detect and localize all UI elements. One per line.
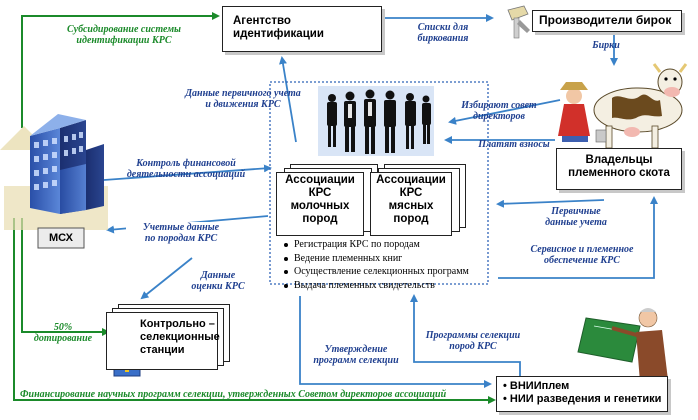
arrow-research-funding [13,218,496,404]
label-co-funding: 50% дотирование [26,322,100,344]
arrow-elect-board [448,99,561,125]
institutes-line2: • НИИ разведения и генетики [503,393,662,405]
label-service-line2: обеспечение КРС [544,255,620,266]
label-pay-fees-text: Платят взносы [478,139,550,150]
arrow-financial-control [103,164,272,181]
institutes-name-1: ВНИИплем [509,380,570,392]
label-primary-movement: Данные первичного учета и движения КРС [176,88,310,110]
ministry-label: МСХ [38,232,84,244]
function-item: Осуществление селекционных программ [284,265,469,279]
label-breed-records-line2: по породам КРС [144,233,218,244]
arrow-co-funding [21,218,110,336]
label-tag-lists-line2: биркования [417,33,469,44]
owners-box: Владельцы племенного скота [556,148,682,190]
label-primary-records: Первичные данные учета [534,206,618,228]
function-item: Ведение племенных книг [284,252,469,266]
tag-applicator-icon [507,5,530,39]
label-primary-records-line1: Первичные [551,206,601,217]
green-arrows [13,12,496,404]
label-evaluation: Данные оценки КРС [182,270,254,292]
label-approve-programs: Утверждение программ селекции [304,344,408,366]
institutes-line1: • ВНИИплем [503,380,570,392]
label-tag-lists: Списки для биркования [406,22,480,44]
agency-title-line2: идентификации [233,28,324,40]
stations-title: Контрольно – селекционные станции [140,318,220,357]
assoc-beef-line2: КРС [399,187,423,199]
assoc-dairy-line3: молочных [290,200,350,212]
stations-line1: Контрольно – [140,318,215,330]
label-primary-movement-line2: и движения КРС [205,99,281,110]
association-functions-list: Регистрация КРС по породам Ведение племе… [284,238,469,292]
assoc-beef-line4: пород [393,213,429,225]
business-people-icon [318,86,434,156]
assoc-beef-title: Ассоциации КРС мясных пород [370,174,452,226]
associations-frame [269,81,489,285]
label-tags-text: Бирки [592,40,620,51]
tag-producers-title: Производители бирок [539,13,672,27]
assoc-beef-line1: Ассоциации [376,174,446,186]
label-co-funding-line1: 50% [53,322,73,333]
label-service-line1: Сервисное и племенное [530,244,634,255]
agency-box: Агентство идентификации [222,6,382,52]
arrow-subsidy [21,12,220,128]
assoc-dairy-line4: пород [302,213,338,225]
label-elect-board: Избирают совет директоров [456,100,542,122]
blue-arrows [103,14,658,388]
arrow-selection-programs [410,294,521,376]
label-research-funding-text: Финансирование научных программ селекции… [20,389,447,400]
agency-title-line1: Агентство [233,15,291,27]
label-approve-programs-line1: Утверждение [324,344,388,355]
label-tags: Бирки [588,40,624,51]
assoc-beef-line3: мясных [388,200,434,212]
cow-farmer-icon [558,63,688,149]
label-elect-board-line1: Избирают совет [461,100,537,111]
label-evaluation-line2: оценки КРС [191,281,245,292]
assoc-dairy-line1: Ассоциации [285,174,355,186]
label-breed-records-line1: Учетные данные [142,222,220,233]
stations-page-front [106,312,218,370]
label-approve-programs-line2: программ селекции [313,355,399,366]
institutes-name-2: НИИ разведения и генетики [509,393,662,405]
label-subsidy-line1: Субсидирование системы [66,24,181,35]
stations-line2: селекционные [140,331,220,343]
label-service: Сервисное и племенное обеспечение КРС [512,244,652,266]
label-co-funding-line2: дотирование [33,333,93,344]
owners-title-line1: Владельцы [585,154,653,166]
label-evaluation-line1: Данные [200,270,236,281]
label-pay-fees: Платят взносы [474,139,554,150]
label-elect-board-line2: директоров [472,111,525,122]
tag-producers-box: Производители бирок [532,10,682,32]
government-building-icon [0,114,108,249]
stations-line3: станции [140,344,185,356]
arrow-evaluation [140,257,193,300]
label-breed-records: Учетные данные по породам КРС [126,222,236,244]
label-tag-lists-line1: Списки для [417,22,469,33]
label-primary-records-line2: данные учета [545,217,607,228]
label-selection-programs-line2: пород КРС [449,341,497,352]
assoc-beef-page-front [370,172,452,236]
arrow-service [498,196,658,279]
arrow-primary-movement [279,56,297,143]
label-financial-control: Контроль финансовой деятельности ассоциа… [122,158,250,180]
label-primary-movement-line1: Данные первичного учета [185,88,301,99]
assoc-dairy-title: Ассоциации КРС молочных пород [276,174,364,226]
label-financial-control-line1: Контроль финансовой [136,158,236,169]
arrow-approve-programs [299,296,492,388]
assoc-dairy-page-front [276,172,364,236]
label-selection-programs-line1: Программы селекции [425,330,521,341]
label-subsidy-line2: идентификации КРС [76,35,172,46]
function-item: Выдача племенных свидетельств [284,279,469,293]
assoc-dairy-line2: КРС [308,187,332,199]
label-subsidy: Субсидирование системы идентификации КРС [44,24,204,46]
label-selection-programs: Программы селекции пород КРС [418,330,528,352]
arrow-primary-records [496,199,605,208]
owners-title-line2: племенного скота [568,167,670,179]
label-research-funding: Финансирование научных программ селекции… [20,389,490,400]
ministry-title: МСХ [48,232,74,244]
label-financial-control-line2: деятельности ассоциаций [126,169,246,180]
function-item: Регистрация КРС по породам [284,238,469,252]
institutes-box: • ВНИИплем • НИИ разведения и генетики [496,376,668,412]
